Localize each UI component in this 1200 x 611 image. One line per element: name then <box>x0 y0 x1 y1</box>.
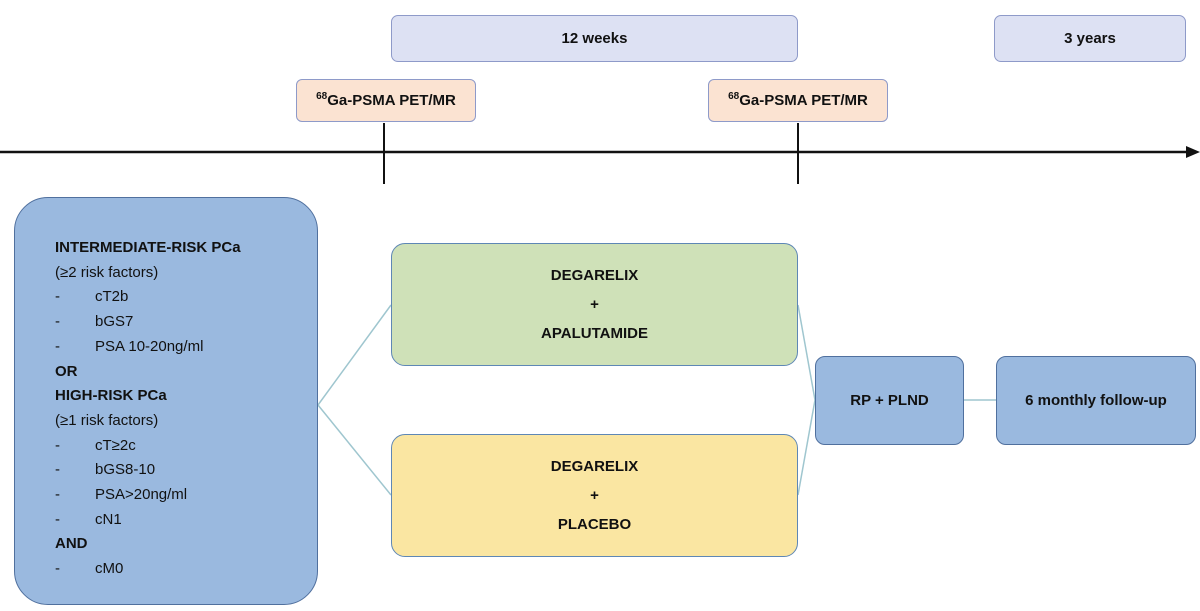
criteria-bullet-dash: - <box>55 436 60 454</box>
period-12-weeks-label: 12 weeks <box>561 30 628 47</box>
period-12-weeks: 12 weeks <box>391 15 798 62</box>
criteria-bullet-dash: - <box>55 510 60 528</box>
connector-arm-a-surgery <box>797 304 816 401</box>
criteria-line: HIGH-RISK PCa <box>55 384 317 409</box>
criteria-text: cM0 <box>95 560 124 578</box>
criteria-text: bGS8-10 <box>95 461 156 479</box>
criteria-line: - cN1 <box>55 508 317 533</box>
criteria-line: OR <box>55 360 317 385</box>
isotope-mass-number: 68 <box>728 91 740 102</box>
arm-a-drug-1: DEGARELIX <box>550 267 639 284</box>
criteria-line: - bGS7 <box>55 310 317 335</box>
criteria-bullet-dash: - <box>55 560 60 578</box>
followup-box: 6 monthly follow-up <box>996 356 1196 445</box>
criteria-text: bGS7 <box>95 313 134 331</box>
criteria-bullet-dash: - <box>55 288 60 306</box>
criteria-text: INTERMEDIATE-RISK PCa <box>55 239 241 256</box>
inclusion-criteria-box: INTERMEDIATE-RISK PCa (≥2 risk factors) - c… <box>14 197 318 605</box>
criteria-text: cT2b <box>95 288 129 306</box>
criteria-line: (≥1 risk factors) <box>55 409 317 434</box>
criteria-bullet-dash: - <box>55 486 60 504</box>
criteria-line: - cT≥2c <box>55 434 317 459</box>
criteria-text: OR <box>55 362 78 380</box>
criteria-line: - PSA 10-20ng/ml <box>55 335 317 360</box>
period-3-years-label: 3 years <box>1064 30 1116 47</box>
criteria-line: - cM0 <box>55 557 317 582</box>
criteria-text: cN1 <box>95 510 122 528</box>
imaging-box-12-weeks: 68Ga-PSMA PET/MR <box>708 79 888 122</box>
criteria-bullet-dash: - <box>55 461 60 479</box>
arm-degarelix-apalutamide: DEGARELIX + APALUTAMIDE <box>391 243 798 366</box>
imaging-label-baseline: 68Ga-PSMA PET/MR <box>316 91 456 110</box>
connector-criteria-arm-b <box>317 404 392 496</box>
arm-b-drug-1: DEGARELIX <box>550 458 639 475</box>
arm-degarelix-placebo: DEGARELIX + PLACEBO <box>391 434 798 557</box>
criteria-line: - PSA>20ng/ml <box>55 483 317 508</box>
connector-arm-b-surgery <box>797 399 816 496</box>
arm-a-drug-2: APALUTAMIDE <box>541 325 648 342</box>
criteria-text: (≥2 risk factors) <box>55 263 159 281</box>
criteria-text: HIGH-RISK PCa <box>55 387 167 405</box>
followup-label: 6 monthly follow-up <box>1025 392 1167 409</box>
criteria-text: cT≥2c <box>95 436 136 454</box>
connector-criteria-arm-a <box>317 304 392 406</box>
criteria-text: PSA 10-20ng/ml <box>95 337 204 355</box>
arm-b-drug-2: PLACEBO <box>557 516 632 533</box>
criteria-text: PSA>20ng/ml <box>95 486 188 504</box>
criteria-bullet-dash: - <box>55 337 60 355</box>
imaging-box-baseline: 68Ga-PSMA PET/MR <box>296 79 476 122</box>
surgery-label: RP + PLND <box>850 392 929 409</box>
imaging-text: Ga-PSMA PET/MR <box>327 92 456 109</box>
criteria-text: (≥1 risk factors) <box>55 411 159 429</box>
isotope-mass-number: 68 <box>316 91 328 102</box>
imaging-label-12-weeks: 68Ga-PSMA PET/MR <box>728 91 868 110</box>
timeline-arrowhead <box>1186 146 1200 158</box>
criteria-line: AND <box>55 532 317 557</box>
imaging-text: Ga-PSMA PET/MR <box>739 92 868 109</box>
arm-a-plus: + <box>590 296 599 313</box>
surgery-box: RP + PLND <box>815 356 964 445</box>
criteria-line: - cT2b <box>55 285 317 310</box>
criteria-line: INTERMEDIATE-RISK PCa <box>55 236 317 261</box>
criteria-text: AND <box>55 535 88 553</box>
criteria-bullet-dash: - <box>55 313 60 331</box>
period-3-years: 3 years <box>994 15 1186 62</box>
criteria-line: - bGS8-10 <box>55 458 317 483</box>
arm-b-plus: + <box>590 487 599 504</box>
criteria-line: (≥2 risk factors) <box>55 261 317 286</box>
